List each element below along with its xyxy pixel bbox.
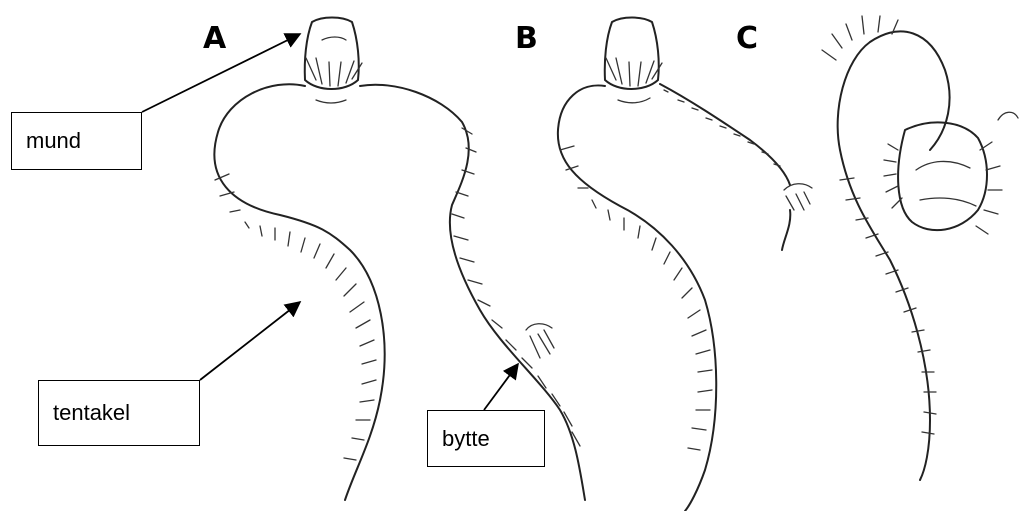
panel-letter-b: B (515, 24, 538, 54)
prey-arrow (484, 364, 518, 410)
panel-b-mouth (605, 18, 659, 90)
label-mouth-text: mund (26, 128, 81, 154)
panel-letter-a: A (203, 24, 226, 54)
panel-c-hydra (822, 16, 1018, 480)
label-tentacle-text: tentakel (53, 400, 130, 426)
panel-a-prey (526, 324, 554, 358)
panel-c-body (838, 31, 950, 480)
label-mouth: mund (11, 112, 142, 170)
panel-b-prey (784, 184, 812, 210)
label-prey: bytte (427, 410, 545, 467)
panel-c-prey (898, 122, 987, 230)
panel-a-mouth (305, 18, 359, 90)
tentacle-arrow (200, 302, 300, 380)
panel-b-body (558, 84, 790, 511)
label-prey-text: bytte (442, 426, 490, 452)
panel-b-hydra (558, 18, 812, 511)
label-tentacle: tentakel (38, 380, 200, 446)
panel-letter-c: C (736, 24, 758, 54)
